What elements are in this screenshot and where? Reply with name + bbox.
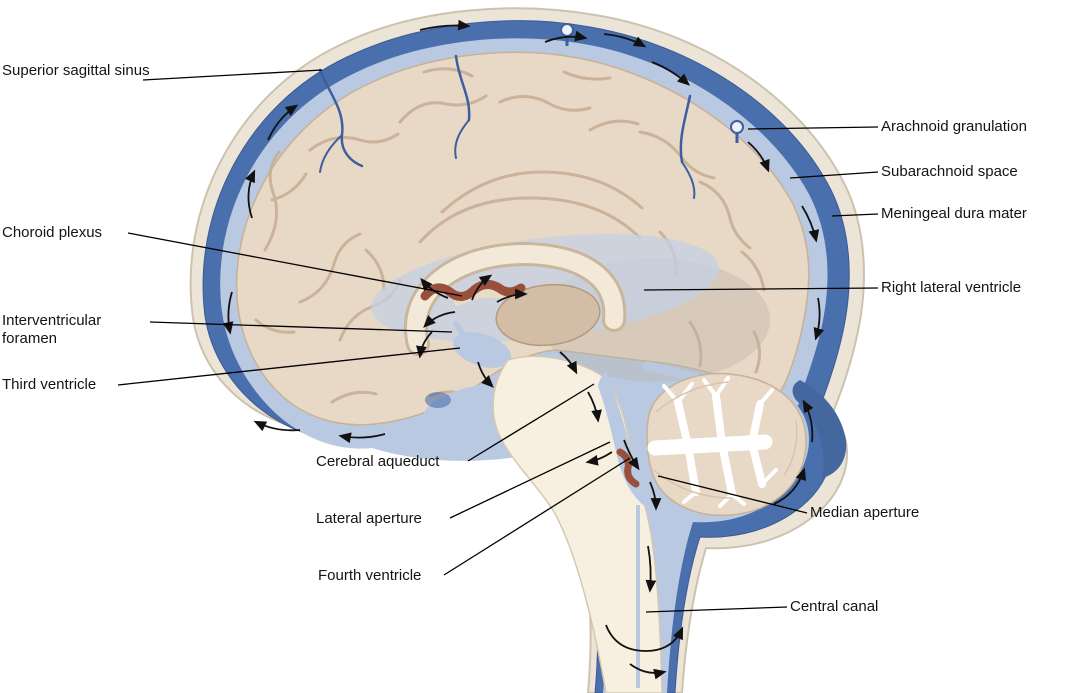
interventricular-foramen-channel [453, 321, 473, 347]
fourth-ventricle-region [598, 372, 666, 510]
anterior-csf-pool [425, 392, 451, 408]
label-median-aperture: Median aperture [810, 504, 920, 521]
choroid-plexus-fourth-ventricle [616, 448, 640, 488]
arachnoid-granulation-right [730, 120, 744, 143]
label-subarachnoid-space: Subarachnoid space [881, 163, 1018, 180]
label-superior-sagittal-sinus: Superior sagittal sinus [2, 62, 150, 79]
chiasmatic-cistern [423, 384, 513, 424]
leader-lines [117, 69, 879, 613]
label-meningeal-dura-mater: Meningeal dura mater [881, 205, 1027, 222]
cerebellar-folia [653, 381, 798, 499]
thalamus [495, 283, 601, 347]
label-interventricular-foramen: Interventricular foramen [2, 312, 102, 348]
csf-flow-arrows [222, 19, 825, 680]
label-arachnoid-granulation: Arachnoid granulation [881, 118, 1027, 135]
label-lateral-aperture: Lateral aperture [316, 510, 422, 527]
label-cerebral-aqueduct: Cerebral aqueduct [316, 453, 440, 470]
label-right-lateral-ventricle: Right lateral ventricle [881, 279, 1022, 296]
label-fourth-ventricle: Fourth ventricle [318, 567, 422, 584]
label-choroid-plexus: Choroid plexus [2, 224, 103, 241]
label-central-canal: Central canal [790, 598, 879, 615]
cortical-veins [318, 54, 696, 199]
choroid-plexus [420, 280, 526, 301]
corpus-callosum [404, 241, 627, 356]
label-third-ventricle: Third ventricle [2, 376, 97, 393]
